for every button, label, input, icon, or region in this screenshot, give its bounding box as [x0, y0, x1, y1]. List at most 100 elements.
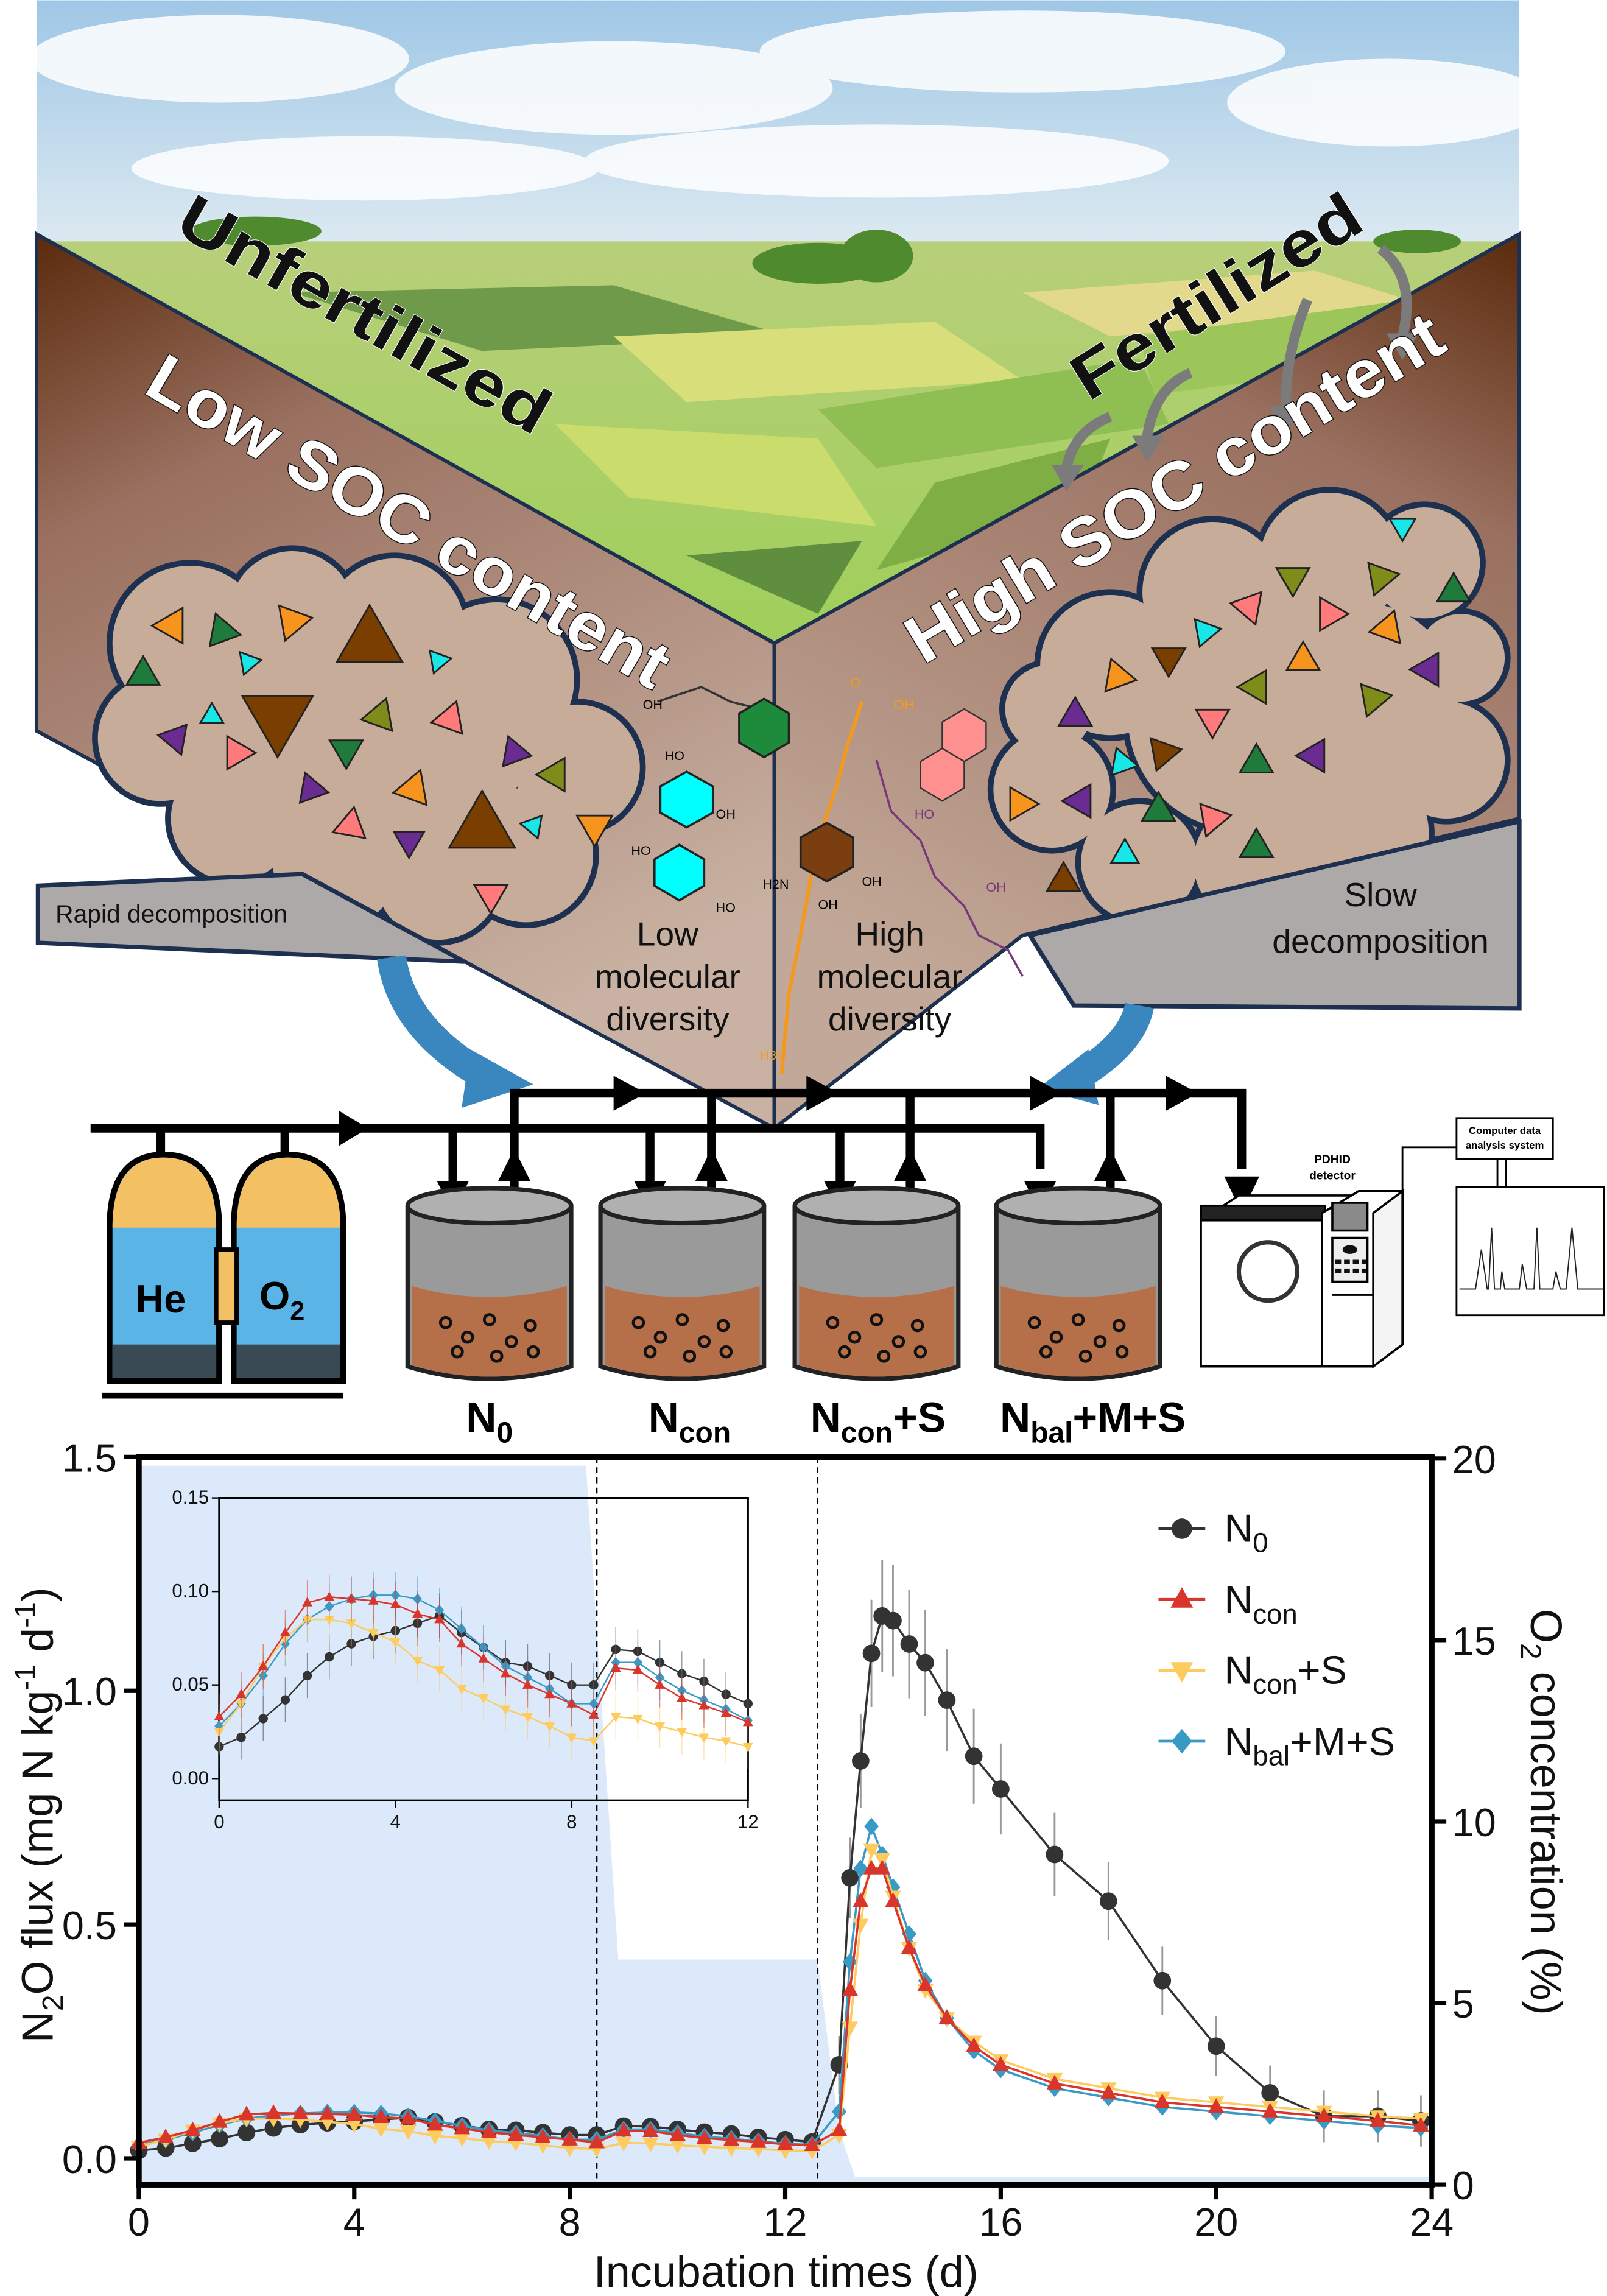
triangle-icon: [199, 701, 225, 724]
data-point: [280, 1627, 290, 1636]
triangle-icon: [448, 789, 517, 849]
soil-pore: [526, 1345, 540, 1359]
hexagon-ring: [738, 697, 790, 759]
aggregate-fill: [1005, 665, 1093, 753]
lipid-chain: [875, 759, 1024, 977]
data-point: [742, 1742, 753, 1753]
data-point: [669, 2139, 686, 2154]
data-point: [346, 2106, 362, 2121]
molecule-label: HO: [716, 900, 736, 915]
data-point: [183, 2135, 202, 2152]
soil-pore: [848, 1330, 862, 1344]
data-point: [280, 1695, 290, 1705]
data-point: [427, 2116, 443, 2131]
side-chain: [657, 686, 760, 710]
data-point: [302, 1671, 312, 1680]
data-point: [522, 1713, 533, 1723]
triangle-icon: [1057, 695, 1094, 727]
gc-keypad: [1335, 1245, 1366, 1273]
svg-text:Slow: Slow: [1344, 876, 1417, 914]
soil-pore: [870, 1313, 884, 1326]
data-point: [480, 2135, 498, 2150]
incubation-jar: [994, 1186, 1162, 1381]
molecule-label: HO: [665, 748, 684, 763]
pdhid-detector-label: PDHID detector: [1309, 1153, 1356, 1182]
low-molecular-diversity-label: Low molecular diversity: [595, 915, 740, 1038]
data-point: [1046, 1845, 1064, 1864]
data-point: [777, 2135, 793, 2150]
data-point: [400, 2125, 417, 2140]
triangle-icon: [392, 831, 426, 860]
gas-label-he: He: [136, 1277, 186, 1321]
data-point: [966, 2037, 982, 2052]
data-point: [258, 1660, 269, 1671]
event-lines: [596, 1457, 819, 2185]
soil-pore: [631, 1315, 645, 1329]
data-point: [478, 1653, 489, 1663]
data-point: [1413, 2116, 1429, 2132]
jar-soil: [605, 1286, 760, 1377]
arrow-up-icon: [695, 1149, 728, 1181]
data-point: [390, 1599, 401, 1608]
data-point: [1099, 1892, 1117, 1910]
triangle-icon: [1009, 786, 1041, 822]
jar-soil: [412, 1286, 567, 1377]
hexagon-ring: [799, 822, 854, 883]
aggregate-fill: [1259, 493, 1400, 633]
data-point: [723, 2131, 740, 2146]
x-tick-label: 20: [1194, 2200, 1238, 2244]
blue-flow-arrow-left-icon: [377, 955, 533, 1108]
data-point: [842, 2021, 858, 2037]
data-point: [368, 1595, 379, 1605]
data-point: [615, 2122, 632, 2137]
legend-marker-icon: [1172, 1728, 1192, 1754]
data-point: [965, 1747, 983, 1766]
data-point: [302, 1597, 313, 1607]
treatment-label: Ncon: [649, 1394, 731, 1449]
aggregate-fill: [1259, 602, 1458, 801]
gas-label-o2: O2: [259, 1273, 304, 1326]
x-tick-label: 0: [128, 2200, 150, 2244]
data-point: [434, 1666, 445, 1676]
y-tick-label: 0.0: [62, 2137, 117, 2182]
svg-text:diversity: diversity: [828, 1000, 952, 1038]
data-point: [456, 1638, 467, 1648]
data-point: [884, 1611, 902, 1630]
soil-pore: [490, 1350, 504, 1363]
data-point: [561, 2130, 578, 2146]
data-point: [507, 2126, 524, 2141]
inset-y-tick-label: 0.10: [172, 1580, 209, 1602]
triangle-icon: [1360, 683, 1394, 719]
data-point: [655, 1722, 666, 1732]
data-point: [427, 2130, 443, 2145]
arrow-right-icon: [339, 1110, 368, 1146]
triangle-icon: [1435, 571, 1472, 603]
y-tick-label: 1.5: [62, 1435, 117, 1480]
triangle-icon: [208, 611, 243, 648]
arrow-right-icon: [613, 1076, 646, 1111]
data-point: [373, 2122, 390, 2138]
data-point: [633, 1714, 643, 1725]
inset-x-tick-label: 8: [566, 1811, 577, 1833]
molecule-label: OH: [716, 806, 736, 822]
soil-pore: [524, 1319, 537, 1333]
soil-pore: [504, 1335, 518, 1348]
soil-pore: [1039, 1345, 1053, 1359]
inset-x-tick-label: 0: [214, 1811, 224, 1833]
data-point: [324, 1591, 335, 1601]
molecule-label: OH: [986, 879, 1005, 895]
computer-data-analysis-label: Computer data analysis system: [1466, 1125, 1544, 1151]
data-point: [696, 2129, 713, 2144]
data-point: [917, 1976, 934, 1991]
data-point: [258, 1714, 268, 1724]
soil-pore: [1071, 1313, 1085, 1326]
molecular-structures: OH HO HO OH HO H2N OH OH O OH HO OH H3C: [631, 675, 1024, 1075]
aggregate-fill: [993, 731, 1111, 848]
data-point: [544, 1688, 555, 1699]
computer-box: [1455, 1117, 1554, 1160]
data-point: [863, 1843, 880, 1859]
treatment-label: N0: [466, 1394, 513, 1449]
data-point: [454, 2119, 471, 2135]
y2-axis-label: O2 concentration (%): [1514, 1609, 1570, 2015]
data-point: [544, 1722, 555, 1732]
